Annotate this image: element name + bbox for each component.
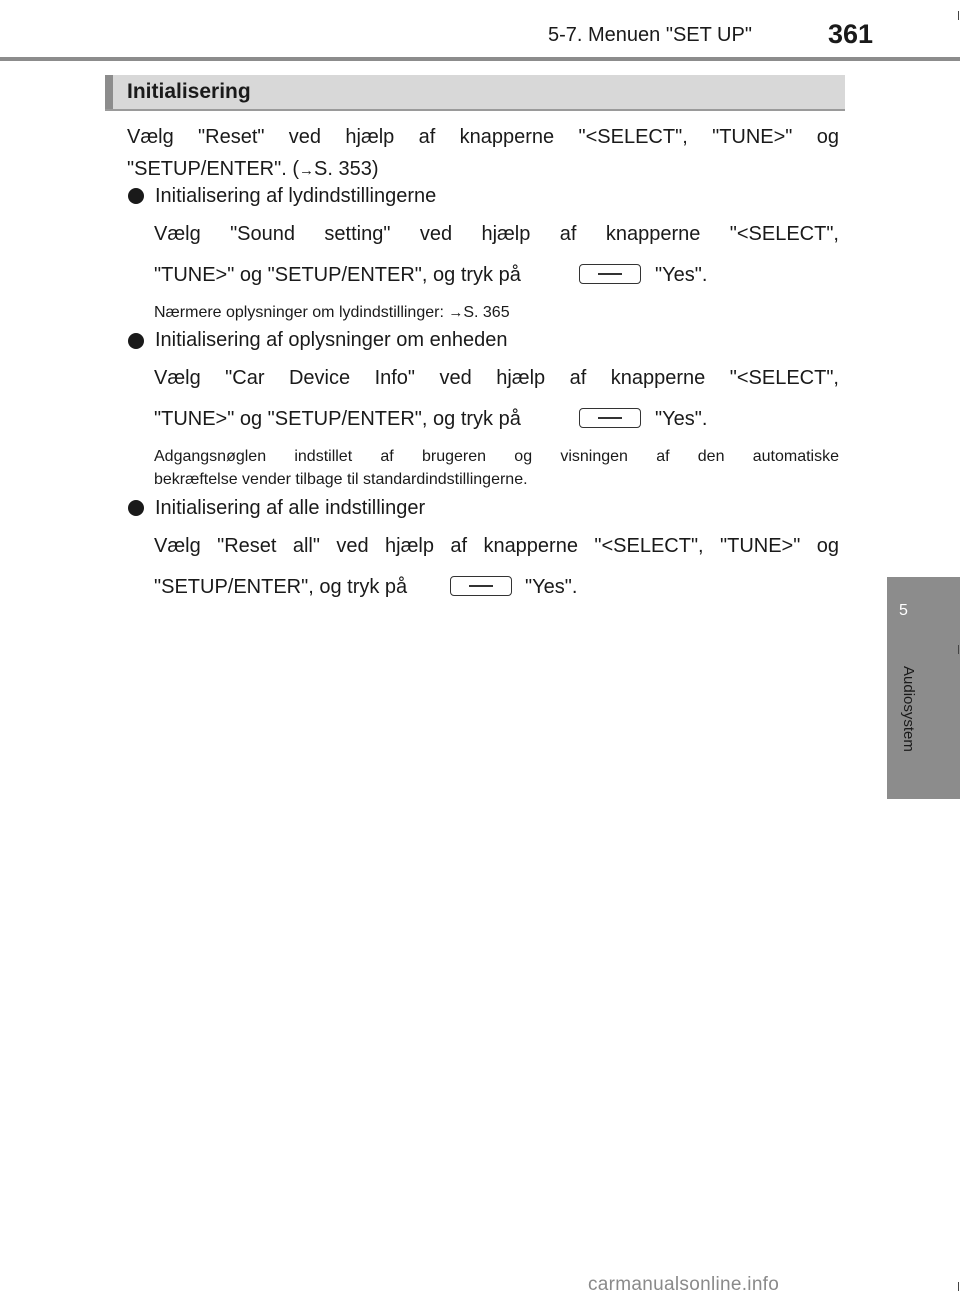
section-title: Initialisering	[127, 80, 251, 103]
item-1-line-2-end: "Yes".	[655, 264, 708, 286]
bullet-icon	[128, 333, 144, 349]
chapter-side-tab	[887, 577, 960, 799]
item-2-line-1: Vælg "Car Device Info" ved hjælp af knap…	[154, 367, 839, 389]
crop-mark-bottom	[958, 1282, 959, 1291]
header-section-title: 5-7. Menuen "SET UP"	[548, 24, 752, 46]
item-2-note-line-1: Adgangsnøglen indstillet af brugeren og …	[154, 448, 839, 465]
button-symbol-icon	[579, 264, 641, 284]
bullet-icon	[128, 500, 144, 516]
chapter-number: 5	[899, 602, 908, 619]
item-3-line-2: "SETUP/ENTER", og tryk på	[154, 576, 408, 598]
crop-mark-top	[958, 11, 959, 20]
item-2-line-2: "TUNE>" og "SETUP/ENTER", og tryk på	[154, 408, 521, 430]
button-symbol-icon	[450, 576, 512, 596]
item-3-heading: Initialisering af alle indstillinger	[155, 497, 426, 519]
intro-line-2-text: "SETUP/ENTER". (	[127, 158, 299, 180]
intro-line-2: "SETUP/ENTER". (→S. 353)	[127, 158, 378, 182]
item-3-line-1: Vælg "Reset all" ved hjælp af knapperne …	[154, 535, 839, 557]
button-symbol-icon	[579, 408, 641, 428]
header-rule	[0, 57, 960, 61]
right-arrow-icon: →	[448, 304, 464, 321]
item-2-line-2-end: "Yes".	[655, 408, 708, 430]
section-heading-bar: Initialisering	[105, 75, 845, 111]
page-number: 361	[828, 19, 874, 49]
item-1-heading: Initialisering af lydindstillingerne	[155, 185, 437, 207]
chapter-label: Audiosystem	[900, 666, 917, 752]
intro-line-1: Vælg "Reset" ved hjælp af knapperne "<SE…	[127, 126, 839, 148]
item-2-heading: Initialisering af oplysninger om enheden	[155, 329, 508, 351]
item-1-note-page-ref[interactable]: S. 365	[463, 304, 510, 321]
intro-page-ref[interactable]: S. 353)	[314, 158, 379, 180]
item-1-line-1: Vælg "Sound setting" ved hjælp af knappe…	[154, 223, 839, 245]
item-1-note-text: Nærmere oplysninger om lydindstillinger:	[154, 304, 449, 321]
right-arrow-icon: →	[299, 162, 314, 179]
watermark: carmanualsonline.info	[588, 1274, 780, 1295]
section-accent	[105, 75, 113, 109]
bullet-icon	[128, 188, 144, 204]
item-1-note: Nærmere oplysninger om lydindstillinger:…	[154, 304, 510, 322]
crop-mark-right	[958, 645, 959, 654]
item-2-note-line-2: bekræftelse vender tilbage til standardi…	[154, 471, 528, 488]
item-1-line-2: "TUNE>" og "SETUP/ENTER", og tryk på	[154, 264, 521, 286]
item-3-line-2-end: "Yes".	[525, 576, 578, 598]
